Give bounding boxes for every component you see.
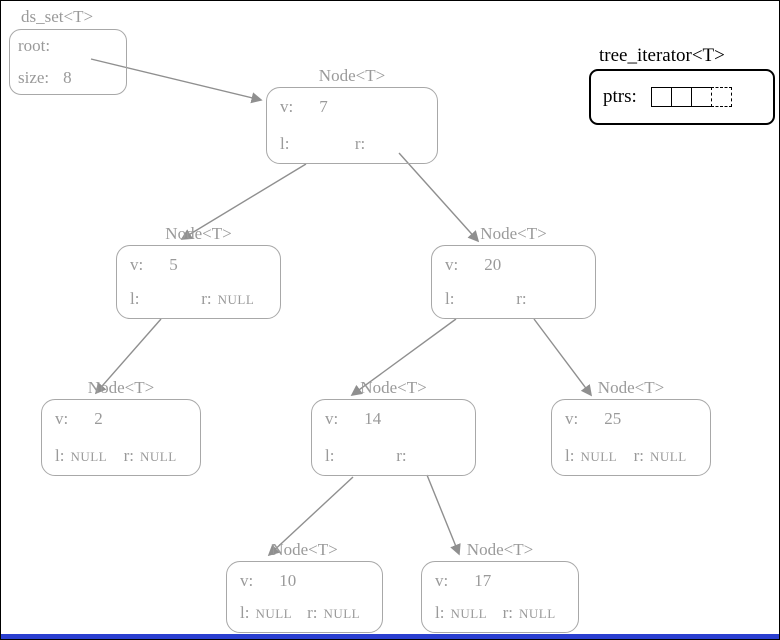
node-type-label: Node<T> <box>360 378 427 397</box>
r-value: NULL <box>518 606 556 621</box>
node-type-label: Node<T> <box>597 378 665 397</box>
tree-node-25: Node<T> v: 25 l: NULL r: NULL <box>551 377 711 476</box>
l-value: NULL <box>450 606 488 621</box>
v-value: 2 <box>94 409 103 428</box>
size-value: 8 <box>63 68 72 87</box>
v-label: v: <box>55 409 69 428</box>
node-type-label: Node<T> <box>480 224 547 243</box>
v-label: v: <box>280 97 294 116</box>
node-box: v: 2 l: NULL r: NULL <box>41 399 201 476</box>
v-label: v: <box>565 409 579 428</box>
l-label: l: <box>55 446 65 465</box>
ptrs-label: ptrs: <box>603 86 637 107</box>
root-label: root: <box>18 36 51 55</box>
node-type-label: Node<T> <box>318 66 386 85</box>
node-type-label: Node<T> <box>466 540 534 559</box>
v-value: 7 <box>319 97 328 116</box>
node-box: v: 14 l: r: <box>311 399 476 476</box>
tree-node-14: Node<T> v: 14 l: r: <box>311 377 476 476</box>
l-label: l: <box>435 603 445 622</box>
l-label: l: <box>325 446 335 465</box>
tree-node-5: Node<T> v: 5 l: r: NULL <box>116 223 281 319</box>
r-label: r: <box>123 446 135 465</box>
r-label: r: <box>354 134 366 153</box>
r-label: r: <box>201 289 212 308</box>
r-value: NULL <box>650 449 687 464</box>
l-label: l: <box>445 289 455 308</box>
r-label: r: <box>516 289 527 308</box>
v-value: 10 <box>279 571 297 590</box>
node-type-label: Node<T> <box>271 540 338 559</box>
tree-node-10: Node<T> v: 10 l: NULL r: NULL <box>226 539 383 633</box>
r-label: r: <box>502 603 513 622</box>
ptr-cell-dashed <box>710 87 732 107</box>
v-value: 14 <box>364 409 382 428</box>
node-box: v: 7 l: r: <box>266 87 438 164</box>
v-label: v: <box>130 255 144 274</box>
ptr-cell <box>650 87 672 107</box>
r-label: r: <box>633 446 645 465</box>
l-label: l: <box>565 446 575 465</box>
ds-set-fields: root: size: 8 <box>9 29 127 95</box>
l-value: NULL <box>70 449 108 464</box>
tree-node-20: Node<T> v: 20 l: r: <box>431 223 596 319</box>
v-value: 5 <box>169 255 178 274</box>
v-label: v: <box>325 409 339 428</box>
l-value: NULL <box>255 606 293 621</box>
r-label: r: <box>396 446 407 465</box>
node-box: v: 25 l: NULL r: NULL <box>551 399 711 476</box>
v-value: 17 <box>474 571 492 590</box>
node-type-label: Node<T> <box>165 224 232 243</box>
ptr-cell <box>690 87 712 107</box>
v-label: v: <box>240 571 254 590</box>
ds-set-title: ds_set<T> <box>21 7 94 26</box>
tree-iterator-fields: ptrs: <box>589 69 775 125</box>
node-box: v: 17 l: NULL r: NULL <box>421 561 579 633</box>
tree-iterator-title: tree_iterator<T> <box>599 45 725 66</box>
tree-node-2: Node<T> v: 2 l: NULL r: NULL <box>41 377 201 476</box>
tree-node-7: Node<T> v: 7 l: r: <box>266 65 438 164</box>
r-value: NULL <box>323 606 361 621</box>
tree-node-17: Node<T> v: 17 l: NULL r: NULL <box>421 539 579 633</box>
l-value: NULL <box>580 449 618 464</box>
node-box: v: 5 l: r: NULL <box>116 245 281 319</box>
r-label: r: <box>307 603 318 622</box>
ds-set-box: ds_set<T> root: size: 8 <box>9 5 127 95</box>
r-value: NULL <box>217 292 255 307</box>
ptr-cell <box>670 87 692 107</box>
l-label: l: <box>240 603 250 622</box>
node-box: v: 20 l: r: <box>431 245 596 319</box>
v-value: 25 <box>604 409 622 428</box>
size-label: size: <box>18 68 50 87</box>
l-label: l: <box>130 289 140 308</box>
tree-iterator-box: tree_iterator<T> ptrs: <box>589 43 775 125</box>
bottom-window-edge <box>1 634 779 639</box>
v-value: 20 <box>484 255 502 274</box>
node-type-label: Node<T> <box>87 378 155 397</box>
v-label: v: <box>435 571 449 590</box>
ptrs-cells <box>650 87 732 107</box>
l-label: l: <box>280 134 290 153</box>
r-value: NULL <box>140 449 177 464</box>
v-label: v: <box>445 255 459 274</box>
node-box: v: 10 l: NULL r: NULL <box>226 561 383 633</box>
